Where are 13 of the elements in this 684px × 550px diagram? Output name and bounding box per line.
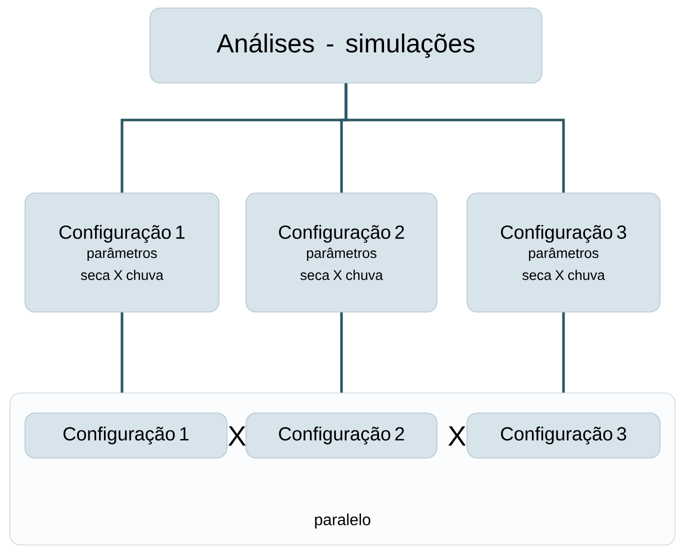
title-box: Análises - simulações (150, 8, 542, 84)
configuration-box: Configuração 3 (466, 412, 660, 458)
connector-line (562, 312, 565, 393)
configuration-box: Configuração 2 parâmetros seca X chuva (246, 192, 438, 312)
configuration-box: Configuração 2 (246, 412, 438, 458)
cross-sign: X (448, 426, 466, 446)
configuration-box: Configuração 1 parâmetros seca X chuva (24, 192, 220, 312)
configuration-box: Configuração 1 (24, 412, 228, 458)
configuration-box: Configuração 3 parâmetros seca X chuva (466, 192, 660, 312)
connector-line (120, 312, 124, 393)
cross-sign: X (228, 426, 246, 446)
connector-line (344, 83, 565, 193)
connector-line (340, 312, 343, 393)
